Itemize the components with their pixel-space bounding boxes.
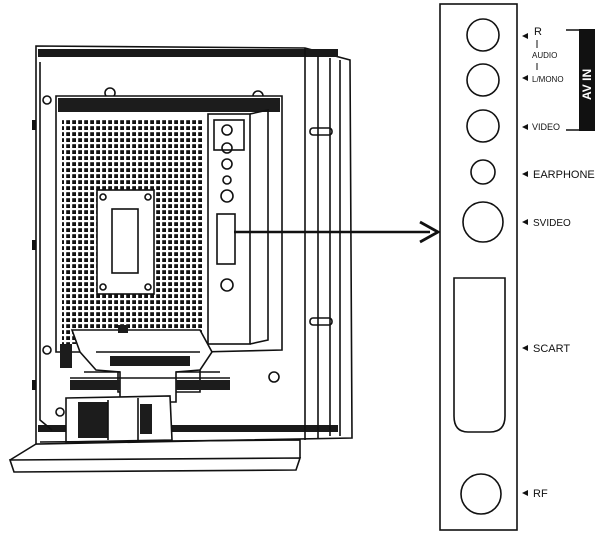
svideo-jack bbox=[462, 201, 504, 243]
tv-top-band bbox=[38, 49, 338, 57]
scart-port bbox=[453, 277, 506, 433]
rf-jack bbox=[460, 473, 502, 515]
label-rf: RF bbox=[533, 488, 548, 500]
audio-lmono-jack bbox=[466, 63, 500, 97]
tv-rear-view bbox=[8, 45, 353, 473]
pointer-arrow bbox=[234, 220, 441, 244]
audio-r-jack bbox=[466, 18, 500, 52]
tv-scart-port bbox=[216, 213, 236, 265]
label-earphone: EARPHONE bbox=[533, 169, 595, 181]
av-in-bracket bbox=[566, 29, 581, 131]
label-r: R bbox=[534, 26, 542, 38]
label-audio: AUDIO bbox=[532, 51, 557, 60]
label-video: VIDEO bbox=[532, 122, 560, 132]
label-av-in: AV IN bbox=[580, 69, 594, 100]
video-jack bbox=[466, 109, 500, 143]
label-lmono: L/MONO bbox=[532, 75, 564, 84]
av-in-bar bbox=[579, 29, 595, 131]
connector-panel bbox=[439, 3, 518, 531]
connector-labels: R AUDIO L/MONO VIDEO EARPHONE SVIDEO SCA… bbox=[522, 26, 595, 500]
label-svideo: SVIDEO bbox=[533, 218, 571, 229]
stand-base bbox=[8, 457, 302, 473]
earphone-jack bbox=[470, 159, 496, 185]
panel-outline bbox=[439, 3, 518, 531]
tv-bottom-band bbox=[38, 425, 338, 432]
label-scart: SCART bbox=[533, 343, 570, 355]
